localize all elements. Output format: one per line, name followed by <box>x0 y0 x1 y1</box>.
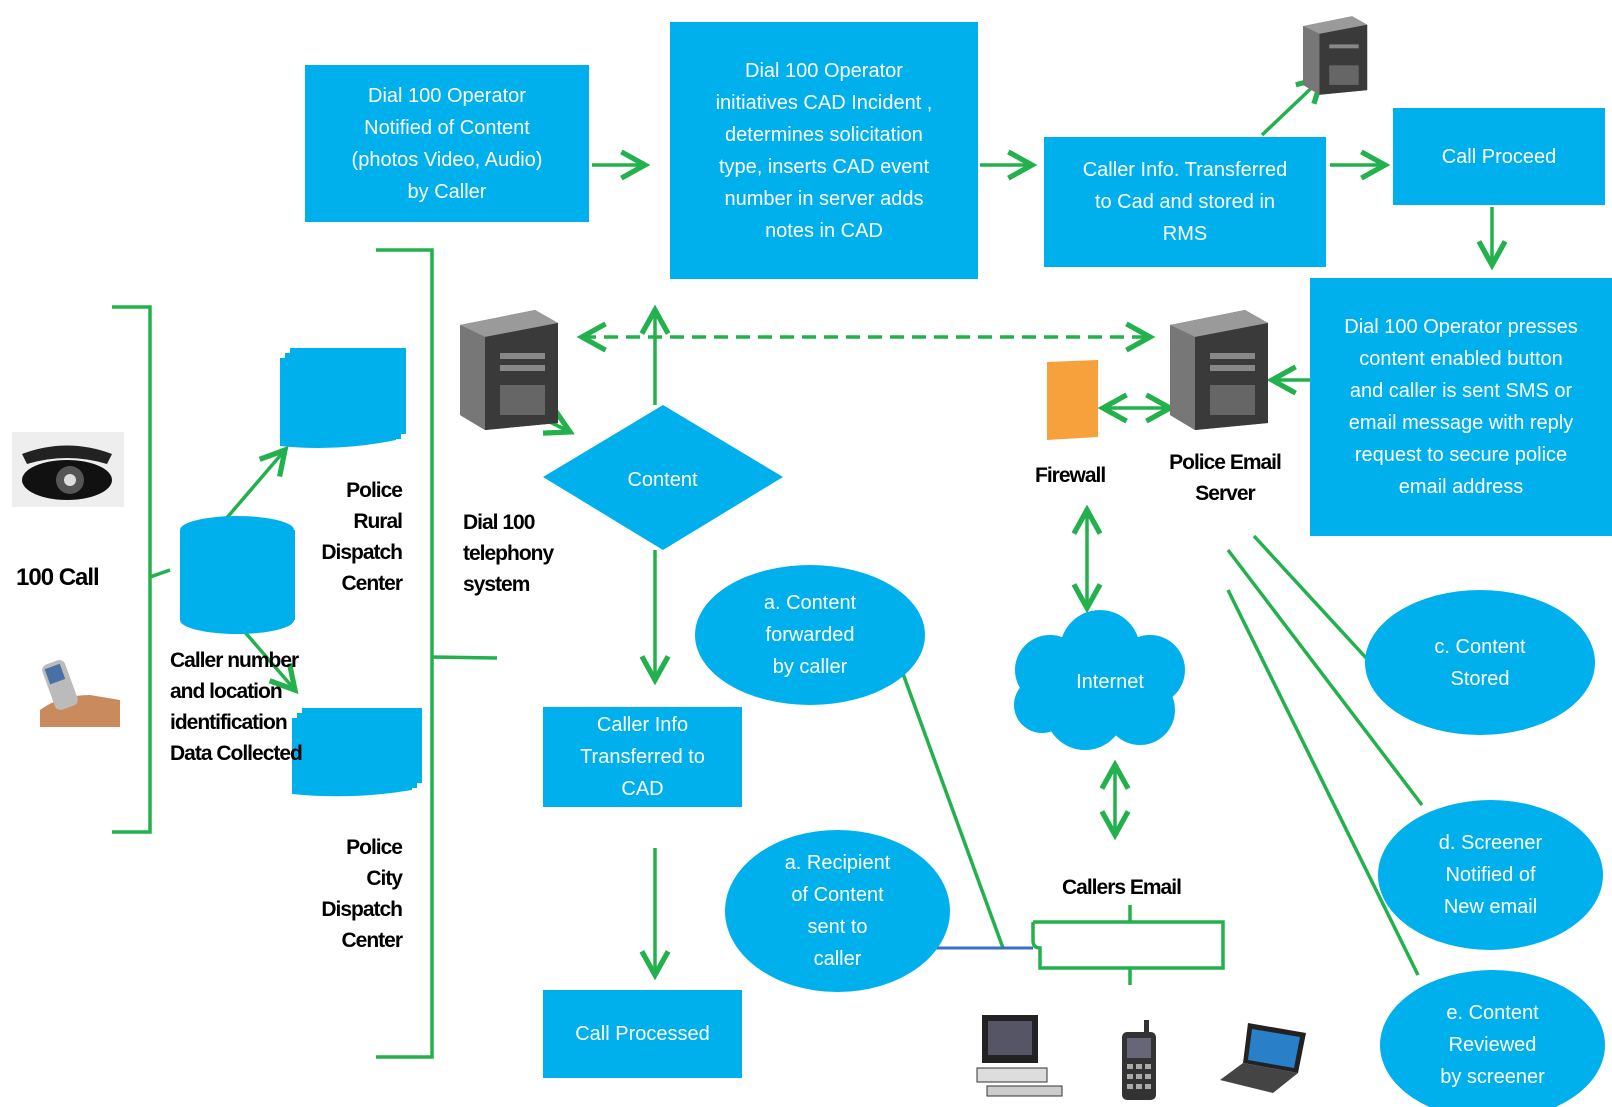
ellipse-content-reviewed: e. Content Reviewed by screener <box>1380 970 1605 1107</box>
server-icon <box>1170 310 1268 430</box>
box-operator-initiates: Dial 100 Operator initiatives CAD Incide… <box>670 22 978 279</box>
box-call-processed: Call Processed <box>543 990 742 1078</box>
firewall-icon <box>1047 360 1098 440</box>
content-diamond-label: Content <box>627 469 698 491</box>
arrow-db-to-city <box>235 621 295 690</box>
line-server-to-stored <box>1252 534 1370 662</box>
database-icon <box>180 516 295 634</box>
label-firewall: Firewall <box>1035 464 1106 487</box>
label-callers-email: Callers Email <box>1062 876 1182 899</box>
label-100-call: 100 Call <box>16 564 100 591</box>
desktop-computer-icon <box>976 1015 1063 1097</box>
laptop-icon <box>1220 1023 1306 1093</box>
ellipse-content-stored: c. Content Stored <box>1365 590 1595 735</box>
line-server-to-reviewed <box>1226 589 1420 976</box>
line-server-to-screener <box>1226 548 1424 807</box>
arrow-db-to-rural <box>223 450 285 522</box>
label-telephony: Dial 100 telephony system <box>463 511 554 596</box>
document-stack-icon <box>280 348 406 448</box>
label-rural-center: Police Rural Dispatch Center <box>321 479 403 595</box>
label-city-center: Police City Dispatch Center <box>321 836 403 952</box>
server-icon <box>1303 16 1368 95</box>
cell-phone-icon <box>1122 1020 1156 1100</box>
email-brace <box>1031 905 1225 985</box>
server-icon <box>460 310 558 430</box>
ellipse-recipient: a. Recipient of Content sent to caller <box>725 830 950 992</box>
box-operator-notified: Dial 100 Operator Notified of Content (p… <box>305 65 589 222</box>
internet-label: Internet <box>1076 671 1144 693</box>
label-caller-number: Caller number and location identificatio… <box>170 649 303 765</box>
box-operator-presses: Dial 100 Operator presses content enable… <box>1310 278 1612 536</box>
internet-cloud <box>1014 610 1185 750</box>
box-caller-info-rms: Caller Info. Transferred to Cad and stor… <box>1044 137 1326 267</box>
document-stack-icon <box>292 708 422 797</box>
rotary-phone-icon <box>12 432 124 507</box>
mobile-phone-icon <box>40 660 120 727</box>
ellipse-screener-notified: d. Screener Notified of New email <box>1378 800 1603 950</box>
label-email-server: Police Email Server <box>1169 451 1282 505</box>
box-call-proceed: Call Proceed <box>1393 108 1605 205</box>
content-diamond <box>543 405 783 550</box>
ellipse-content-forwarded: a. Content forwarded by caller <box>695 565 925 705</box>
line-forwarded-to-email <box>896 659 1005 949</box>
left-brace <box>112 305 171 834</box>
box-caller-info-cad: Caller Info Transferred to CAD <box>543 707 742 807</box>
center-brace <box>376 248 498 1059</box>
